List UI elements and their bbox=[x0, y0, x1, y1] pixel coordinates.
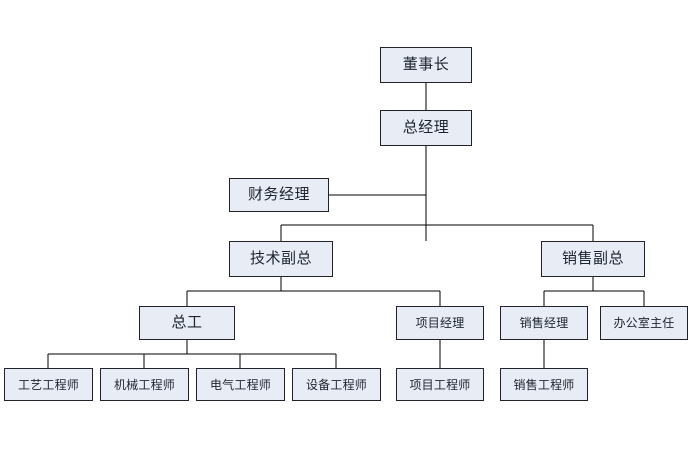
org-node-project-engineer[interactable]: 项目工程师 bbox=[396, 368, 484, 401]
org-node-chief-engineer[interactable]: 总工 bbox=[139, 306, 235, 340]
org-node-electrical-engineer[interactable]: 电气工程师 bbox=[196, 368, 285, 401]
org-node-sales-manager[interactable]: 销售经理 bbox=[500, 306, 588, 340]
org-node-finance-manager[interactable]: 财务经理 bbox=[229, 178, 329, 212]
org-node-sales-engineer[interactable]: 销售工程师 bbox=[500, 368, 588, 401]
org-node-equipment-engineer[interactable]: 设备工程师 bbox=[292, 368, 381, 401]
org-node-process-engineer[interactable]: 工艺工程师 bbox=[4, 368, 93, 401]
org-node-office-director[interactable]: 办公室主任 bbox=[600, 306, 688, 340]
org-node-sales-vp[interactable]: 销售副总 bbox=[541, 241, 645, 277]
org-node-general-manager[interactable]: 总经理 bbox=[380, 110, 472, 146]
org-node-project-manager[interactable]: 项目经理 bbox=[396, 306, 484, 340]
org-node-tech-vp[interactable]: 技术副总 bbox=[229, 241, 333, 277]
org-node-chairman[interactable]: 董事长 bbox=[380, 47, 472, 83]
org-node-mechanical-engineer[interactable]: 机械工程师 bbox=[100, 368, 189, 401]
